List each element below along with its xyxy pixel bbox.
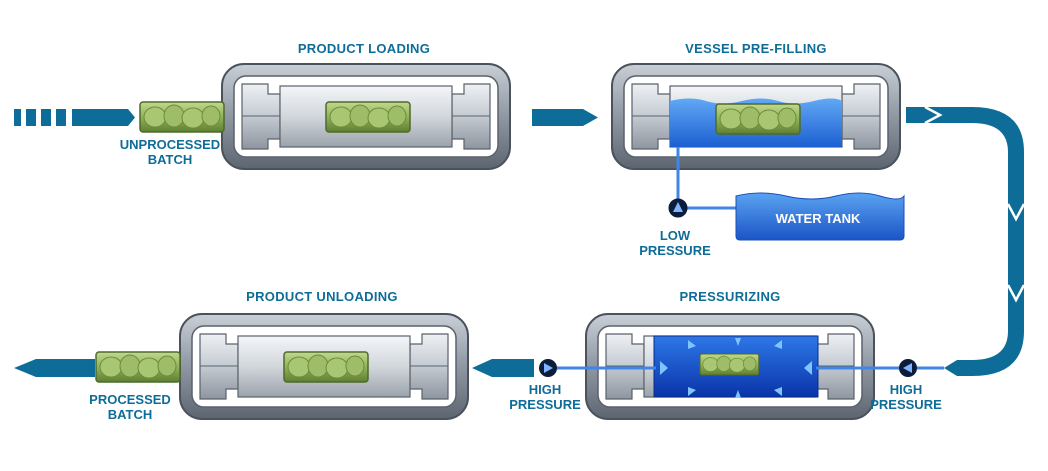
unprocessed-batch: UNPROCESSED BATCH — [120, 101, 225, 167]
processed-label-1: PROCESSED — [89, 392, 171, 407]
flow-lines — [14, 105, 1026, 377]
water-tank-label: WATER TANK — [776, 211, 861, 226]
product-batch — [715, 103, 801, 135]
product-batch — [699, 353, 760, 376]
output-arrow — [14, 359, 95, 377]
high-pressure-left-label-1: HIGH — [529, 382, 562, 397]
unprocessed-label-1: UNPROCESSED — [120, 137, 220, 152]
high-pressure-left-label-2: PRESSURE — [509, 397, 581, 412]
stage-title-pressurizing: PRESSURIZING — [679, 289, 780, 304]
pressure-arrows — [660, 338, 812, 398]
stage-product-loading: PRODUCT LOADING — [221, 41, 511, 170]
intake-arrow — [72, 109, 135, 126]
return-conveyor — [906, 107, 1024, 376]
stage-pressurizing: PRESSURIZING HIGH PRESSURE HIGH PRESSURE — [509, 289, 944, 420]
processed-batch: PROCESSED BATCH — [89, 351, 181, 422]
processed-label-2: BATCH — [108, 407, 153, 422]
unprocessed-label-2: BATCH — [148, 152, 193, 167]
stage-title-loading: PRODUCT LOADING — [298, 41, 430, 56]
stage-title-unloading: PRODUCT UNLOADING — [246, 289, 398, 304]
product-batch — [283, 351, 369, 383]
low-pressure-label-1: LOW — [660, 228, 691, 243]
product-batch — [325, 101, 411, 133]
high-pressure-right-label-2: PRESSURE — [870, 397, 942, 412]
arrow-loading-to-prefill — [532, 109, 598, 126]
water-tank: WATER TANK — [735, 192, 905, 241]
low-pressure-label-2: PRESSURE — [639, 243, 711, 258]
arrow-press-to-unload — [472, 359, 534, 377]
intake-dash — [14, 109, 21, 126]
stage-title-prefilling: VESSEL PRE-FILLING — [685, 41, 827, 56]
intake-dash — [56, 109, 66, 126]
stage-vessel-prefilling: VESSEL PRE-FILLING LOW PRESSURE — [611, 41, 901, 258]
intake-dash — [41, 109, 51, 126]
intake-dash — [26, 109, 36, 126]
high-pressure-right-label-1: HIGH — [890, 382, 923, 397]
stage-product-unloading: PRODUCT UNLOADING — [179, 289, 469, 420]
